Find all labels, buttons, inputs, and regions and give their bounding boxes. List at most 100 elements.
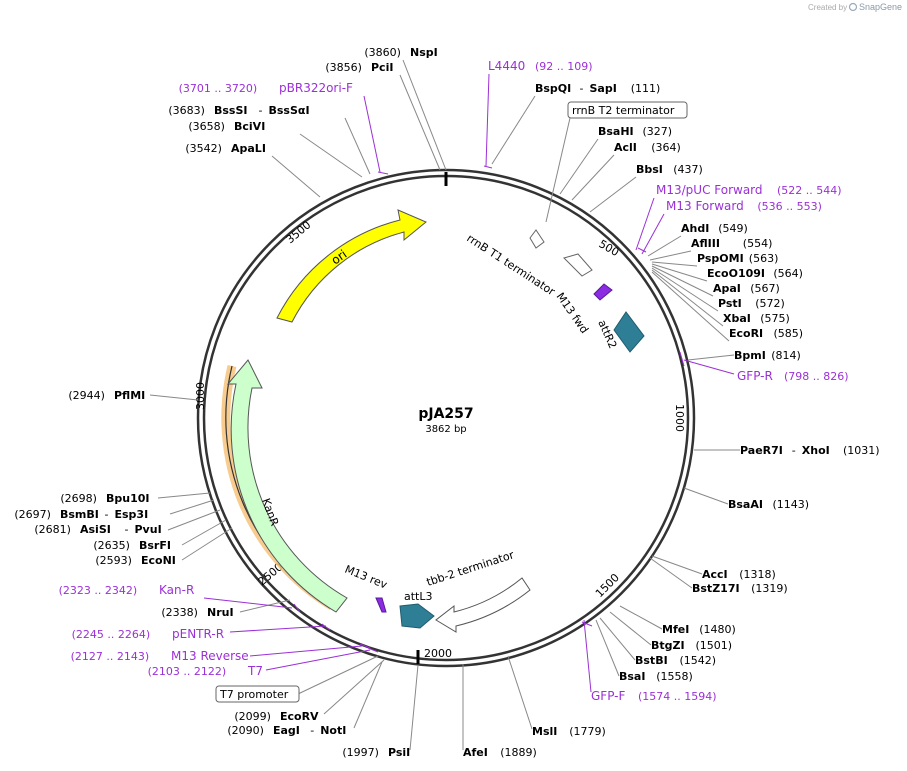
site-bstbi[interactable]: BstBI xyxy=(635,654,668,667)
site-bbsi[interactable]: BbsI xyxy=(636,163,663,176)
site-bsahi[interactable]: BsaHI xyxy=(598,125,634,138)
feature-tbb2[interactable] xyxy=(435,577,531,633)
feature-attl3[interactable] xyxy=(399,603,435,629)
box-label-t7-promoter[interactable]: T7 promoter xyxy=(219,688,289,701)
site-bsrfi[interactable]: BsrFI xyxy=(139,539,171,552)
site-bpu10i[interactable]: Bpu10I xyxy=(106,492,150,505)
site-pos-bbsi: (437) xyxy=(673,163,703,176)
site-bpmi[interactable]: BpmI xyxy=(734,349,766,362)
leader-bstz17i xyxy=(649,557,693,589)
primer-t7[interactable]: T7 xyxy=(247,664,263,678)
primer-pentr-r[interactable]: pENTR-R xyxy=(172,627,224,641)
site-bspqi[interactable]: BspQI xyxy=(535,82,571,95)
leader-bpmi xyxy=(687,354,735,361)
site-afei[interactable]: AfeI xyxy=(463,746,488,759)
site-pcii[interactable]: PciI xyxy=(371,61,393,74)
leader-mfei xyxy=(619,605,663,630)
primer-m13-reverse[interactable]: M13 Reverse xyxy=(171,649,249,663)
site-pos-apali: (3542) xyxy=(185,142,222,155)
plasmid-name: pJA257 xyxy=(418,406,473,422)
site-eagi[interactable]: EagI xyxy=(273,724,300,737)
site-alt-asisi[interactable]: PvuI xyxy=(135,523,162,536)
primer-pbr322ori-f[interactable]: pBR322ori-F xyxy=(279,81,353,95)
site-btgzi[interactable]: BtgZI xyxy=(651,639,685,652)
primer-leader-pentr-r xyxy=(229,625,327,633)
primer-m13-puc-forward[interactable]: M13/pUC Forward xyxy=(656,183,763,197)
box-label-rrnb-t2-terminator[interactable]: rrnB T2 terminator xyxy=(572,104,675,117)
primer-m13-forward[interactable]: M13 Forward xyxy=(666,199,744,213)
site-asisi[interactable]: AsiSI xyxy=(80,523,111,536)
site-pos-xbai: (575) xyxy=(760,312,790,325)
site-acci[interactable]: AccI xyxy=(702,568,728,581)
site-pflmi[interactable]: PflMI xyxy=(114,389,145,402)
feature-ori[interactable] xyxy=(276,209,427,323)
feature-m13-rev[interactable] xyxy=(375,597,387,613)
feature-rrnb-t1[interactable] xyxy=(563,253,593,277)
primer-leader-m13-puc-forward xyxy=(635,197,655,251)
feature-rrnb-t2[interactable] xyxy=(529,229,545,249)
primer-kan-r[interactable]: Kan-R xyxy=(159,583,194,597)
site-paer7i[interactable]: PaeR7I xyxy=(740,444,783,457)
site-pos-bsssi: (3683) xyxy=(168,104,205,117)
site-bsmbi[interactable]: BsmBI xyxy=(60,508,99,521)
site-ecori[interactable]: EcoRI xyxy=(729,327,763,340)
site-nspi[interactable]: NspI xyxy=(410,46,438,59)
site-bsssi[interactable]: BssSI xyxy=(214,104,248,117)
site-pos-bpmi: (814) xyxy=(771,349,801,362)
leader-asisi xyxy=(167,509,221,531)
leader-acli xyxy=(571,154,615,201)
primer-mark-pentr-r xyxy=(321,623,331,631)
primer-gfp-f[interactable]: GFP-F xyxy=(591,689,626,703)
site-ecorv[interactable]: EcoRV xyxy=(280,710,319,723)
site-pspomi[interactable]: PspOMI xyxy=(697,252,744,265)
site-pos-pcii: (3856) xyxy=(325,61,362,74)
site-msli[interactable]: MslI xyxy=(532,725,557,738)
site-psti[interactable]: PstI xyxy=(718,297,742,310)
leader-bbsi xyxy=(589,176,637,213)
site-alt-bspqi[interactable]: SapI xyxy=(590,82,617,95)
site-ecoo109i[interactable]: EcoO109I xyxy=(707,267,765,280)
site-pos-acci: (1318) xyxy=(739,568,776,581)
primer-mark-l4440 xyxy=(483,165,493,169)
site-pos-afei: (1889) xyxy=(500,746,537,759)
site-apai[interactable]: ApaI xyxy=(713,282,741,295)
site-pos-bsaai: (1143) xyxy=(773,498,810,511)
plasmid-length: 3862 bp xyxy=(425,424,466,435)
primer-range-gfp-r: (798 .. 826) xyxy=(784,370,849,383)
site-acli[interactable]: AclI xyxy=(614,141,637,154)
primer-gfp-r[interactable]: GFP-R xyxy=(737,369,773,383)
site-pos-bsahi: (327) xyxy=(643,125,673,138)
site-mfei[interactable]: MfeI xyxy=(662,623,689,636)
site-psii[interactable]: PsiI xyxy=(388,746,410,759)
site-apali[interactable]: ApaLI xyxy=(231,142,266,155)
site-bstz17i[interactable]: BstZ17I xyxy=(692,582,740,595)
leader-acci xyxy=(651,555,703,575)
site-bcivi[interactable]: BciVI xyxy=(234,120,265,133)
site-pos-ecorv: (2099) xyxy=(234,710,271,723)
feature-attr2[interactable] xyxy=(613,311,645,353)
feature-m13-fwd[interactable] xyxy=(593,283,613,301)
tick-label-500: 500 xyxy=(597,237,622,259)
primer-l4440[interactable]: L4440 xyxy=(488,59,525,73)
snapgene-logo-icon xyxy=(848,2,858,12)
box-t7-promoter xyxy=(215,685,300,703)
site-alt-eagi[interactable]: NotI xyxy=(320,724,346,737)
site-alt-bsmbi[interactable]: Esp3I xyxy=(115,508,149,521)
site-alt-paer7i[interactable]: XhoI xyxy=(802,444,830,457)
site-econi[interactable]: EcoNI xyxy=(141,554,176,567)
primer-leader-pbr322ori-f xyxy=(363,95,381,173)
site-alt-bsssi[interactable]: BssSαI xyxy=(269,104,310,117)
site-bsaai[interactable]: BsaAI xyxy=(728,498,763,511)
site-pos-pflmi: (2944) xyxy=(68,389,105,402)
site-afliii[interactable]: AflIII xyxy=(691,237,720,250)
primer-range-gfp-f: (1574 .. 1594) xyxy=(638,690,717,703)
site-nrui[interactable]: NruI xyxy=(207,606,234,619)
site-ahdi[interactable]: AhdI xyxy=(681,222,709,235)
box-rrnb-t2-terminator xyxy=(567,101,688,119)
site-xbai[interactable]: XbaI xyxy=(723,312,751,325)
site-bsai[interactable]: BsaI xyxy=(619,670,645,683)
primer-mark-kan-r xyxy=(293,603,301,613)
site-pos-btgzi: (1501) xyxy=(696,639,733,652)
feature-kanr[interactable] xyxy=(226,359,348,613)
leader-bsrfi xyxy=(181,519,227,546)
